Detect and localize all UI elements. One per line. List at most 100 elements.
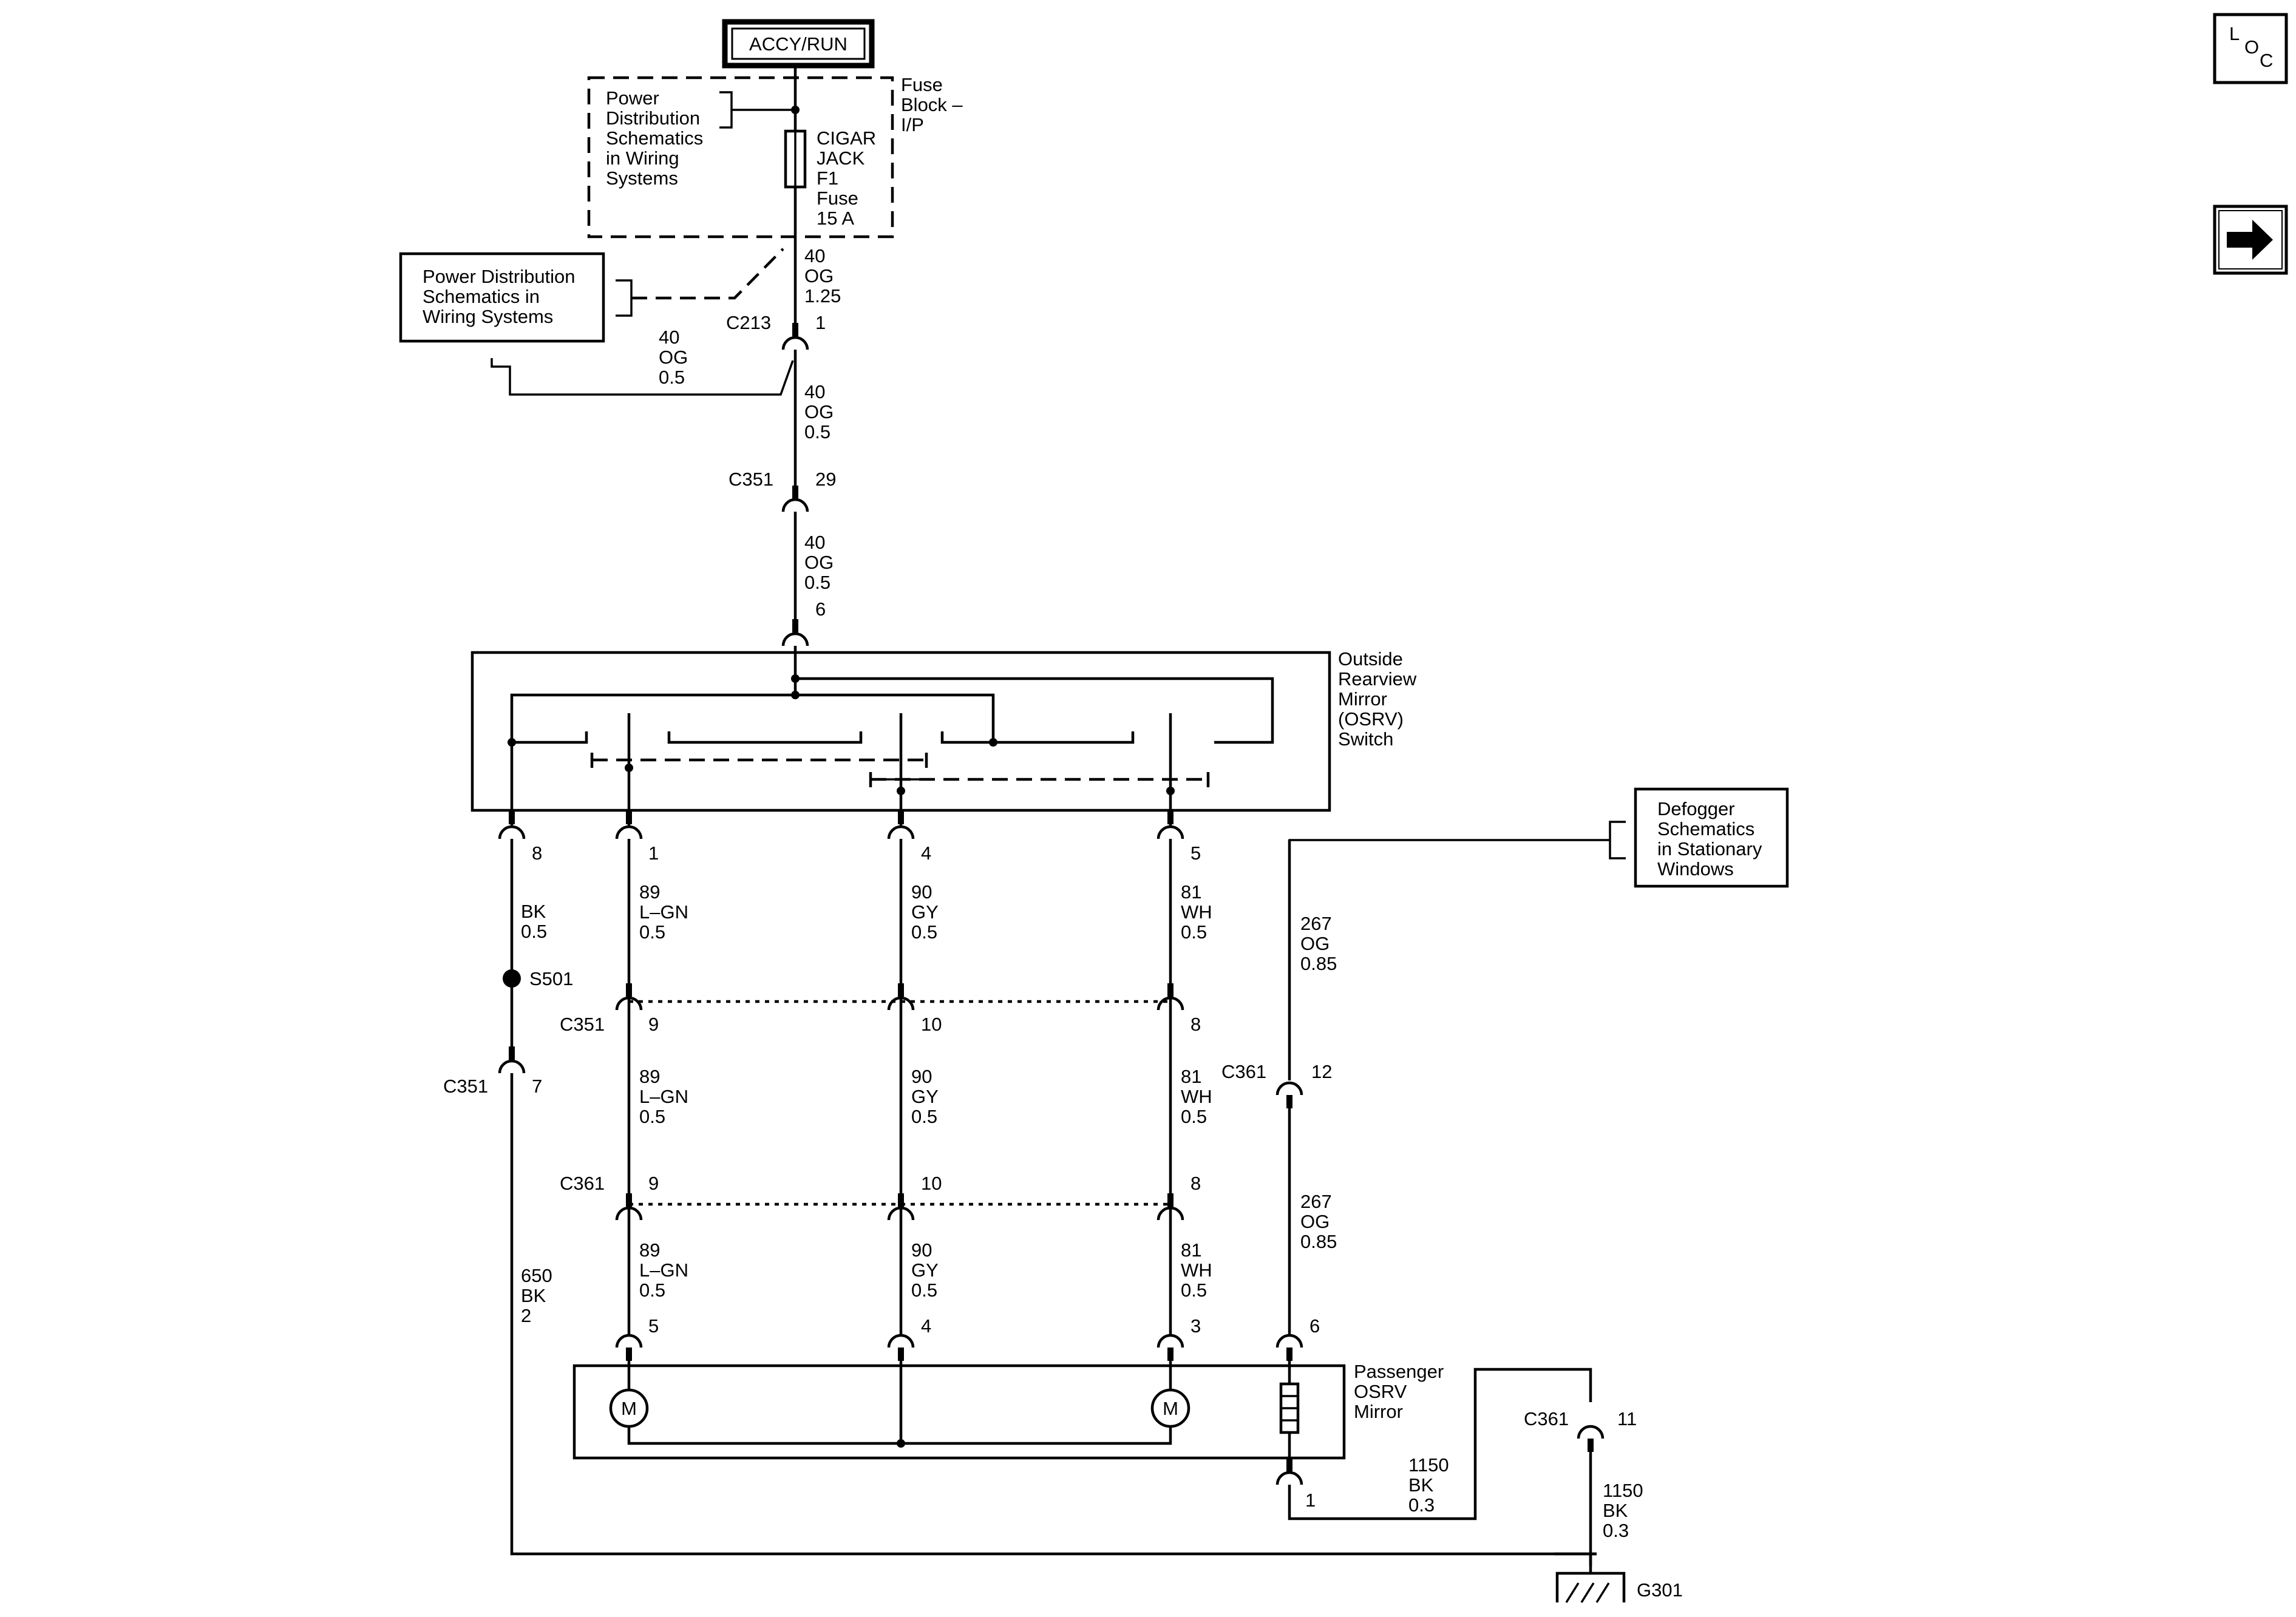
defogger-ref-label: Defogger Schematics in Stationary Window… xyxy=(1657,798,1762,880)
svg-text:0.5: 0.5 xyxy=(804,421,830,442)
svg-text:90: 90 xyxy=(911,881,932,903)
osrv-switch-label: Outside Rearview Mirror (OSRV) Switch xyxy=(1338,648,1417,750)
svg-text:1: 1 xyxy=(1305,1490,1316,1511)
svg-text:Schematics in: Schematics in xyxy=(423,286,540,307)
circuit-label-ground-switch: BK 0.5 xyxy=(521,901,547,942)
svg-text:BK: BK xyxy=(521,901,546,922)
svg-text:0.5: 0.5 xyxy=(911,1280,937,1301)
svg-text:Schematics: Schematics xyxy=(1657,818,1754,839)
svg-text:C213: C213 xyxy=(726,312,771,333)
svg-text:Outside: Outside xyxy=(1338,648,1403,670)
svg-text:8: 8 xyxy=(1190,1173,1201,1194)
svg-text:10: 10 xyxy=(921,1173,942,1194)
svg-text:5: 5 xyxy=(1190,842,1201,864)
connector-c361-mid: C361 9 10 8 xyxy=(560,1173,1201,1221)
heater-ground-wire xyxy=(1288,1368,1592,1520)
svg-text:Block –: Block – xyxy=(901,94,963,115)
svg-text:(OSRV): (OSRV) xyxy=(1338,708,1404,730)
svg-text:C361: C361 xyxy=(1221,1061,1266,1082)
svg-text:11: 11 xyxy=(1617,1408,1637,1429)
svg-text:0.5: 0.5 xyxy=(521,921,547,942)
circuit-label-heater-ground: 1150 BK 0.3 xyxy=(1408,1454,1449,1516)
svg-text:GY: GY xyxy=(911,901,939,923)
svg-text:40: 40 xyxy=(659,327,679,348)
ground-g301-label: G301 xyxy=(1637,1579,1683,1601)
loc-button[interactable]: L O C xyxy=(2213,13,2288,84)
svg-text:Schematics: Schematics xyxy=(606,127,703,149)
svg-text:Windows: Windows xyxy=(1657,858,1734,880)
svg-text:0.5: 0.5 xyxy=(1181,1106,1207,1127)
svg-text:4: 4 xyxy=(921,1315,931,1337)
svg-text:OG: OG xyxy=(659,347,688,368)
svg-text:9: 9 xyxy=(648,1173,659,1194)
svg-text:C351: C351 xyxy=(443,1076,488,1097)
power-distribution-ref-box[interactable] xyxy=(399,252,605,343)
signal-wires xyxy=(627,839,1172,1335)
connector-switch-in: 6 xyxy=(781,598,826,646)
svg-text:Fuse: Fuse xyxy=(817,188,858,209)
connector-c361-defog: C361 12 xyxy=(1221,1061,1332,1108)
svg-text:0.5: 0.5 xyxy=(804,572,830,593)
svg-text:0.5: 0.5 xyxy=(659,367,685,388)
svg-text:Systems: Systems xyxy=(606,168,678,189)
power-ref-bracket xyxy=(616,279,633,317)
fuse-f1-label: CIGAR JACK F1 Fuse 15 A xyxy=(817,127,876,229)
circuit-label-ground-main: 650 BK 2 xyxy=(521,1265,552,1326)
connector-mirror-ground: 1 xyxy=(1275,1458,1316,1511)
svg-text:OSRV: OSRV xyxy=(1354,1381,1407,1402)
svg-text:Power: Power xyxy=(606,87,659,109)
svg-text:OG: OG xyxy=(1300,933,1330,954)
power-distribution-ref-label: Power Distribution Schematics in Wiring … xyxy=(423,266,576,327)
svg-text:0.5: 0.5 xyxy=(639,1106,665,1127)
svg-text:I/P: I/P xyxy=(901,114,924,135)
svg-text:89: 89 xyxy=(639,1066,660,1087)
svg-text:0.5: 0.5 xyxy=(639,1280,665,1301)
svg-text:40: 40 xyxy=(804,381,825,402)
splice-s501-label: S501 xyxy=(529,968,573,989)
fuse-block-outline xyxy=(587,76,894,239)
svg-text:Rearview: Rearview xyxy=(1338,668,1417,690)
circuit-label-to-switch: 40 OG 0.5 xyxy=(804,532,834,593)
svg-text:0.5: 0.5 xyxy=(1181,1280,1207,1301)
svg-text:5: 5 xyxy=(648,1315,659,1337)
osrv-mirror-box xyxy=(572,1364,1346,1460)
svg-text:Switch: Switch xyxy=(1338,728,1393,750)
svg-text:1150: 1150 xyxy=(1603,1480,1643,1501)
svg-text:C361: C361 xyxy=(1524,1408,1569,1429)
svg-text:40: 40 xyxy=(804,245,825,266)
defogger-ref-box[interactable] xyxy=(1634,787,1789,888)
next-page-button[interactable] xyxy=(2213,205,2288,275)
defogger-wire xyxy=(1288,821,1626,1080)
svg-text:Mirror: Mirror xyxy=(1354,1401,1403,1422)
svg-text:O: O xyxy=(2244,36,2259,58)
svg-text:Distribution: Distribution xyxy=(606,107,700,129)
fuse-block-note: Power Distribution Schematics in Wiring … xyxy=(606,87,703,189)
motor-right-icon: M xyxy=(1150,1388,1190,1428)
splice-s501-icon xyxy=(503,969,521,988)
svg-text:0.3: 0.3 xyxy=(1408,1494,1435,1516)
connector-c361-ground: C361 11 xyxy=(1524,1408,1637,1452)
svg-text:8: 8 xyxy=(1190,1014,1201,1035)
circuit-label-branch: 40 OG 0.5 xyxy=(659,327,688,388)
power-source: ACCY/RUN xyxy=(722,19,875,69)
svg-text:C: C xyxy=(2260,50,2273,71)
svg-text:2: 2 xyxy=(521,1305,531,1326)
svg-text:L–GN: L–GN xyxy=(639,901,688,923)
svg-text:WH: WH xyxy=(1181,1086,1212,1107)
svg-text:81: 81 xyxy=(1181,1239,1201,1261)
svg-text:0.5: 0.5 xyxy=(1181,921,1207,943)
svg-text:1: 1 xyxy=(648,842,659,864)
circuit-labels-row-c: 89 L–GN 0.5 90 GY 0.5 81 WH 0.5 xyxy=(639,1239,1212,1301)
ground-wire-main xyxy=(510,1073,1597,1556)
circuit-labels-row-b: 89 L–GN 0.5 90 GY 0.5 81 WH 0.5 xyxy=(639,1066,1212,1127)
fuse-block-label: Fuse Block – I/P xyxy=(901,74,963,135)
svg-text:267: 267 xyxy=(1300,913,1332,934)
bus-junction xyxy=(791,106,800,114)
svg-text:L–GN: L–GN xyxy=(639,1259,688,1281)
svg-text:10: 10 xyxy=(921,1014,942,1035)
svg-text:7: 7 xyxy=(532,1076,542,1097)
connector-switch-out: 8 1 4 5 xyxy=(498,811,1201,864)
branch-wire xyxy=(491,358,794,396)
svg-text:OG: OG xyxy=(804,552,834,573)
